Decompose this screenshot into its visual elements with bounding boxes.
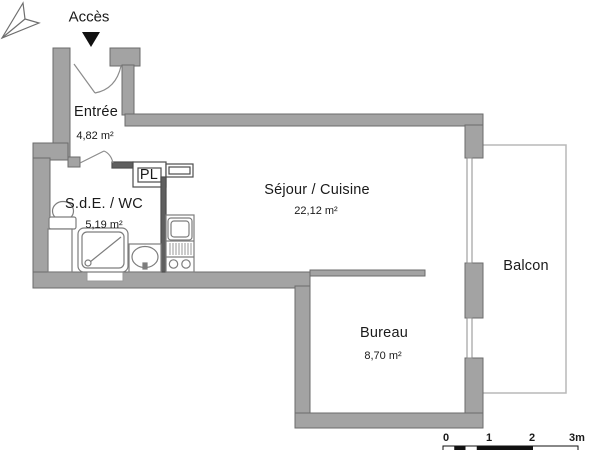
partition-stub-inner [168,166,191,175]
bathroom-fixtures [47,200,162,273]
kitchen-burner [168,259,179,269]
room-label-bureau: Bureau [360,325,408,341]
room-label-sde-wc: S.d.E. / WC [65,196,143,212]
north-arrow-icon [0,1,41,40]
room-area-sejour: 22,12 m² [294,205,338,217]
entrance-door-swing [94,65,122,94]
doors [73,63,122,164]
kitchen-unit-icon [165,214,195,273]
access-label: Accès [68,8,110,26]
room-label-placard: PL [139,167,159,183]
shower-drain [84,259,92,267]
scale-bar-segment [454,446,466,450]
shower-diagonal [89,236,122,263]
entrance-door-icon [73,63,96,94]
scale-tick-2: 2 [528,432,536,444]
room-area-bureau: 8,70 m² [364,350,402,362]
window-sejour [466,157,473,264]
shower-threshold [86,271,124,282]
wall [32,271,311,289]
wall [32,142,69,161]
kitchen-drainer-stripes [169,243,192,255]
washbasin-tap [142,262,148,270]
room-label-sejour: Séjour / Cuisine [264,182,370,198]
kitchen-burner [181,259,191,269]
scale-bar [442,445,579,450]
wall [309,269,426,277]
toilet-cistern [48,216,77,230]
partition-wall [111,161,134,169]
scale-tick-3: 3m [569,432,585,444]
scale-tick-0: 0 [442,432,450,444]
scale-bar-segment [488,446,533,450]
wall [109,47,141,67]
wall [124,113,484,127]
closet-walls [111,161,194,273]
window-bureau [466,317,473,359]
wall [294,412,484,429]
wall [464,124,484,159]
wall [121,64,135,116]
room-area-entree: 4,82 m² [76,130,114,142]
entrance-arrow-icon [82,32,100,47]
room-area-sde-wc: 5,19 m² [85,219,123,231]
wall [464,262,484,319]
wall [67,156,81,168]
shower-tray [81,231,125,269]
interior-door-icon [79,150,105,164]
room-label-entree: Entrée [74,104,118,120]
scale-tick-1: 1 [485,432,493,444]
partition-wall-kitchen [160,176,167,273]
bathroom-cabinet-icon [47,228,73,273]
wall [294,285,311,429]
kitchen-sink-basin [170,220,190,238]
interior-door-swing [103,150,114,164]
room-label-balcon: Balcon [503,258,549,274]
scale-bar-segment [476,446,488,450]
closet-inner-wall [137,167,162,183]
